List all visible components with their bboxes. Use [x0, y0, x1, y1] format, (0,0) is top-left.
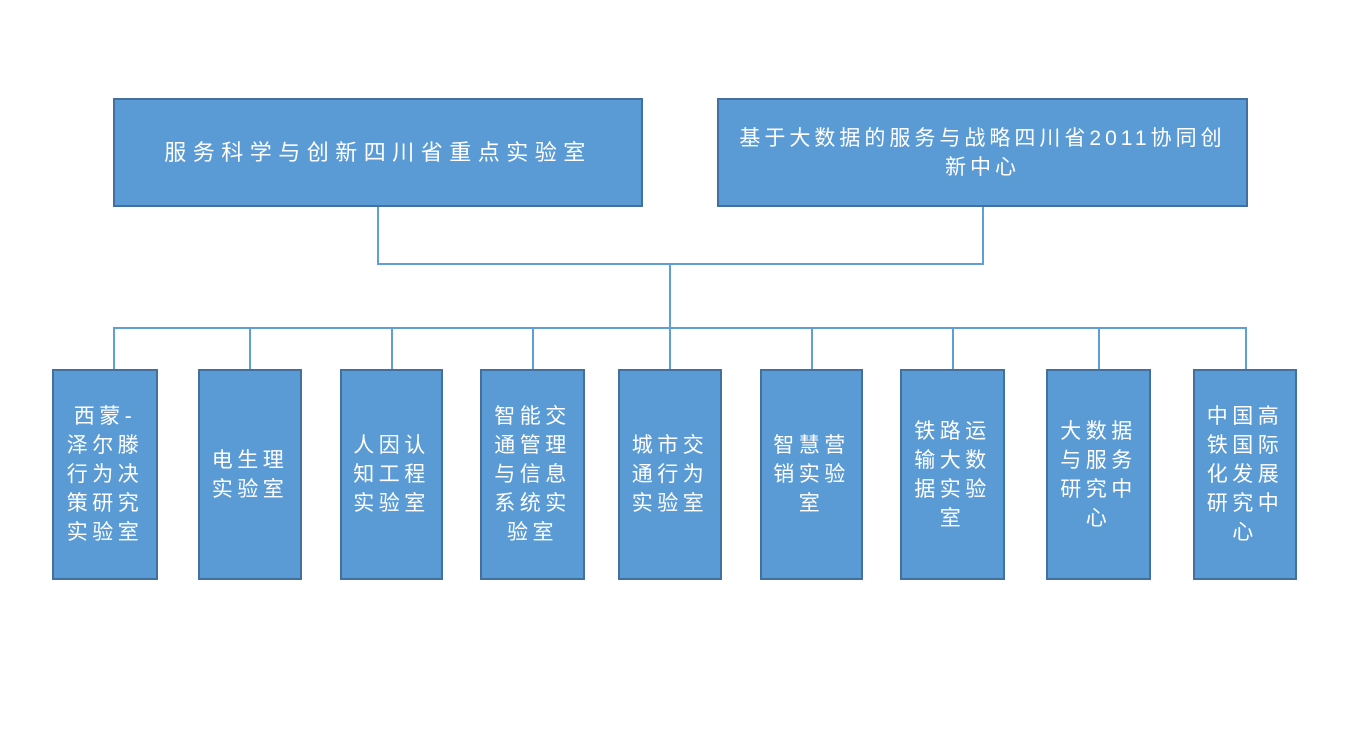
connector-stub-child-4 — [532, 327, 534, 370]
org-node-simon-selten-behavioral-decision-lab: 西蒙- 泽尔滕 行为决 策研究 实验室 — [52, 369, 158, 580]
connector-parent-left-drop — [377, 207, 379, 264]
org-node-human-factors-cognitive-engineering-lab: 人因认 知工程 实验室 — [340, 369, 443, 580]
connector-stub-child-1 — [113, 327, 115, 370]
org-node-label: 电生理 实验室 — [211, 448, 289, 501]
org-node-label: 人因认 知工程 实验室 — [353, 434, 430, 515]
org-node-big-data-2011-collaborative-innovation-center: 基于大数据的服务与战略四川省2011协同创 新中心 — [717, 98, 1248, 207]
org-node-big-data-and-service-research-center: 大数据 与服务 研究中 心 — [1046, 369, 1151, 580]
connector-stub-child-2 — [249, 327, 251, 370]
org-node-label: 铁路运 输大数 据实验 室 — [914, 419, 991, 530]
org-node-railway-transport-big-data-lab: 铁路运 输大数 据实验 室 — [900, 369, 1005, 580]
connector-main-drop — [669, 263, 671, 369]
connector-merge-bar — [377, 263, 984, 265]
connector-stub-child-8 — [1098, 327, 1100, 370]
connector-stub-child-3 — [391, 327, 393, 370]
connector-distribution-bar — [113, 327, 1246, 329]
org-node-label: 大数据 与服务 研究中 心 — [1060, 419, 1137, 530]
org-node-label: 服务科学与创新四川省重点实验室 — [164, 139, 592, 165]
connector-stub-child-7 — [952, 327, 954, 370]
connector-parent-right-drop — [982, 207, 984, 264]
org-node-label: 中国高 铁国际 化发展 研究中 心 — [1206, 405, 1284, 544]
org-node-electrophysiology-lab: 电生理 实验室 — [198, 369, 302, 580]
org-node-urban-traffic-behavior-lab: 城市交 通行为 实验室 — [618, 369, 722, 580]
org-node-sichuan-key-lab: 服务科学与创新四川省重点实验室 — [113, 98, 643, 207]
org-node-intelligent-traffic-management-information-systems-lab: 智能交 通管理 与信息 系统实 验室 — [480, 369, 585, 580]
org-node-label: 西蒙- 泽尔滕 行为决 策研究 实验室 — [66, 405, 144, 544]
connector-stub-child-9 — [1245, 327, 1247, 370]
org-node-label: 基于大数据的服务与战略四川省2011协同创 新中心 — [739, 126, 1226, 179]
org-node-china-hsr-internationalization-development-research-center: 中国高 铁国际 化发展 研究中 心 — [1193, 369, 1297, 580]
org-node-label: 智慧营 销实验 室 — [773, 434, 850, 515]
connector-stub-child-6 — [811, 327, 813, 370]
org-node-label: 智能交 通管理 与信息 系统实 验室 — [494, 405, 571, 544]
org-node-label: 城市交 通行为 实验室 — [631, 434, 709, 515]
org-node-smart-marketing-lab: 智慧营 销实验 室 — [760, 369, 863, 580]
